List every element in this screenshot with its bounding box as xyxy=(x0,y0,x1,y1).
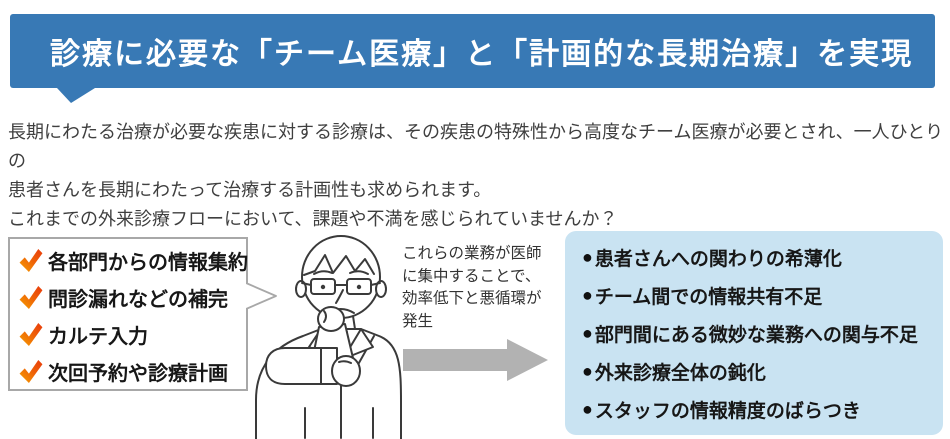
problem-item-label: 部門間にある微妙な業務への関与不足 xyxy=(594,324,918,346)
problem-item-label: スタッフの情報精度のばらつき xyxy=(594,400,861,422)
header-banner: 診療に必要な「チーム医療」と「計画的な長期治療」を実現 xyxy=(10,14,935,103)
check-gradient-icon xyxy=(19,360,43,383)
intro-paragraph: 長期にわたる治療が必要な疾患に対する診療は、その疾患の特殊性から高度なチーム医療… xyxy=(8,122,944,229)
problem-item-label: チーム間での情報共有不足 xyxy=(594,286,823,308)
problem-item: ● 外来診療全体の鈍化 xyxy=(582,352,943,390)
bullet-icon: ● xyxy=(582,322,593,343)
checklist-item: 次回予約や診療計画 xyxy=(18,353,246,390)
checklist-item-label: 次回予約や診療計画 xyxy=(48,363,228,385)
flow-arrow-icon xyxy=(403,339,548,381)
problem-item: ● 部門間にある微妙な業務への関与不足 xyxy=(582,314,943,352)
check-gradient-icon xyxy=(19,249,43,272)
checklist-item-label: カルテ入力 xyxy=(48,326,148,348)
problem-item-label: 外来診療全体の鈍化 xyxy=(594,362,766,384)
banner-tail xyxy=(57,88,95,103)
checklist-item-label: 各部門からの情報集約 xyxy=(48,252,248,274)
bullet-icon: ● xyxy=(582,398,593,419)
problem-item: ● スタッフの情報精度のばらつき xyxy=(582,390,943,428)
checklist-item: 各部門からの情報集約 xyxy=(18,242,248,279)
doctor-note: これらの業務が医師 に集中することで、 効率低下と悪循環が 発生 xyxy=(402,245,542,330)
problem-item: ● 患者さんへの関わりの希薄化 xyxy=(582,238,943,276)
checklist-item: カルテ入力 xyxy=(18,316,246,353)
bullet-icon: ● xyxy=(582,360,593,381)
doctor-illustration xyxy=(255,235,402,439)
bullet-icon: ● xyxy=(582,284,593,305)
checklist-item: 問診漏れなどの補完 xyxy=(18,279,246,316)
problems-box: ● 患者さんへの関わりの希薄化 ● チーム間での情報共有不足 ● 部門間にある微… xyxy=(565,231,943,435)
problem-item: ● チーム間での情報共有不足 xyxy=(582,276,943,314)
page-title: 診療に必要な「チーム医療」と「計画的な長期治療」を実現 xyxy=(50,38,914,71)
doctor-tasks-box: 各部門からの情報集約 問診漏れなどの補完 カルテ入力 次回予約や診療計画 xyxy=(8,237,248,391)
check-gradient-icon xyxy=(19,323,43,346)
checklist-item-label: 問診漏れなどの補完 xyxy=(48,289,228,311)
problem-item-label: 患者さんへの関わりの希薄化 xyxy=(594,248,842,270)
check-gradient-icon xyxy=(19,286,43,309)
checklist-pointer xyxy=(246,282,277,310)
bullet-icon: ● xyxy=(582,246,593,267)
